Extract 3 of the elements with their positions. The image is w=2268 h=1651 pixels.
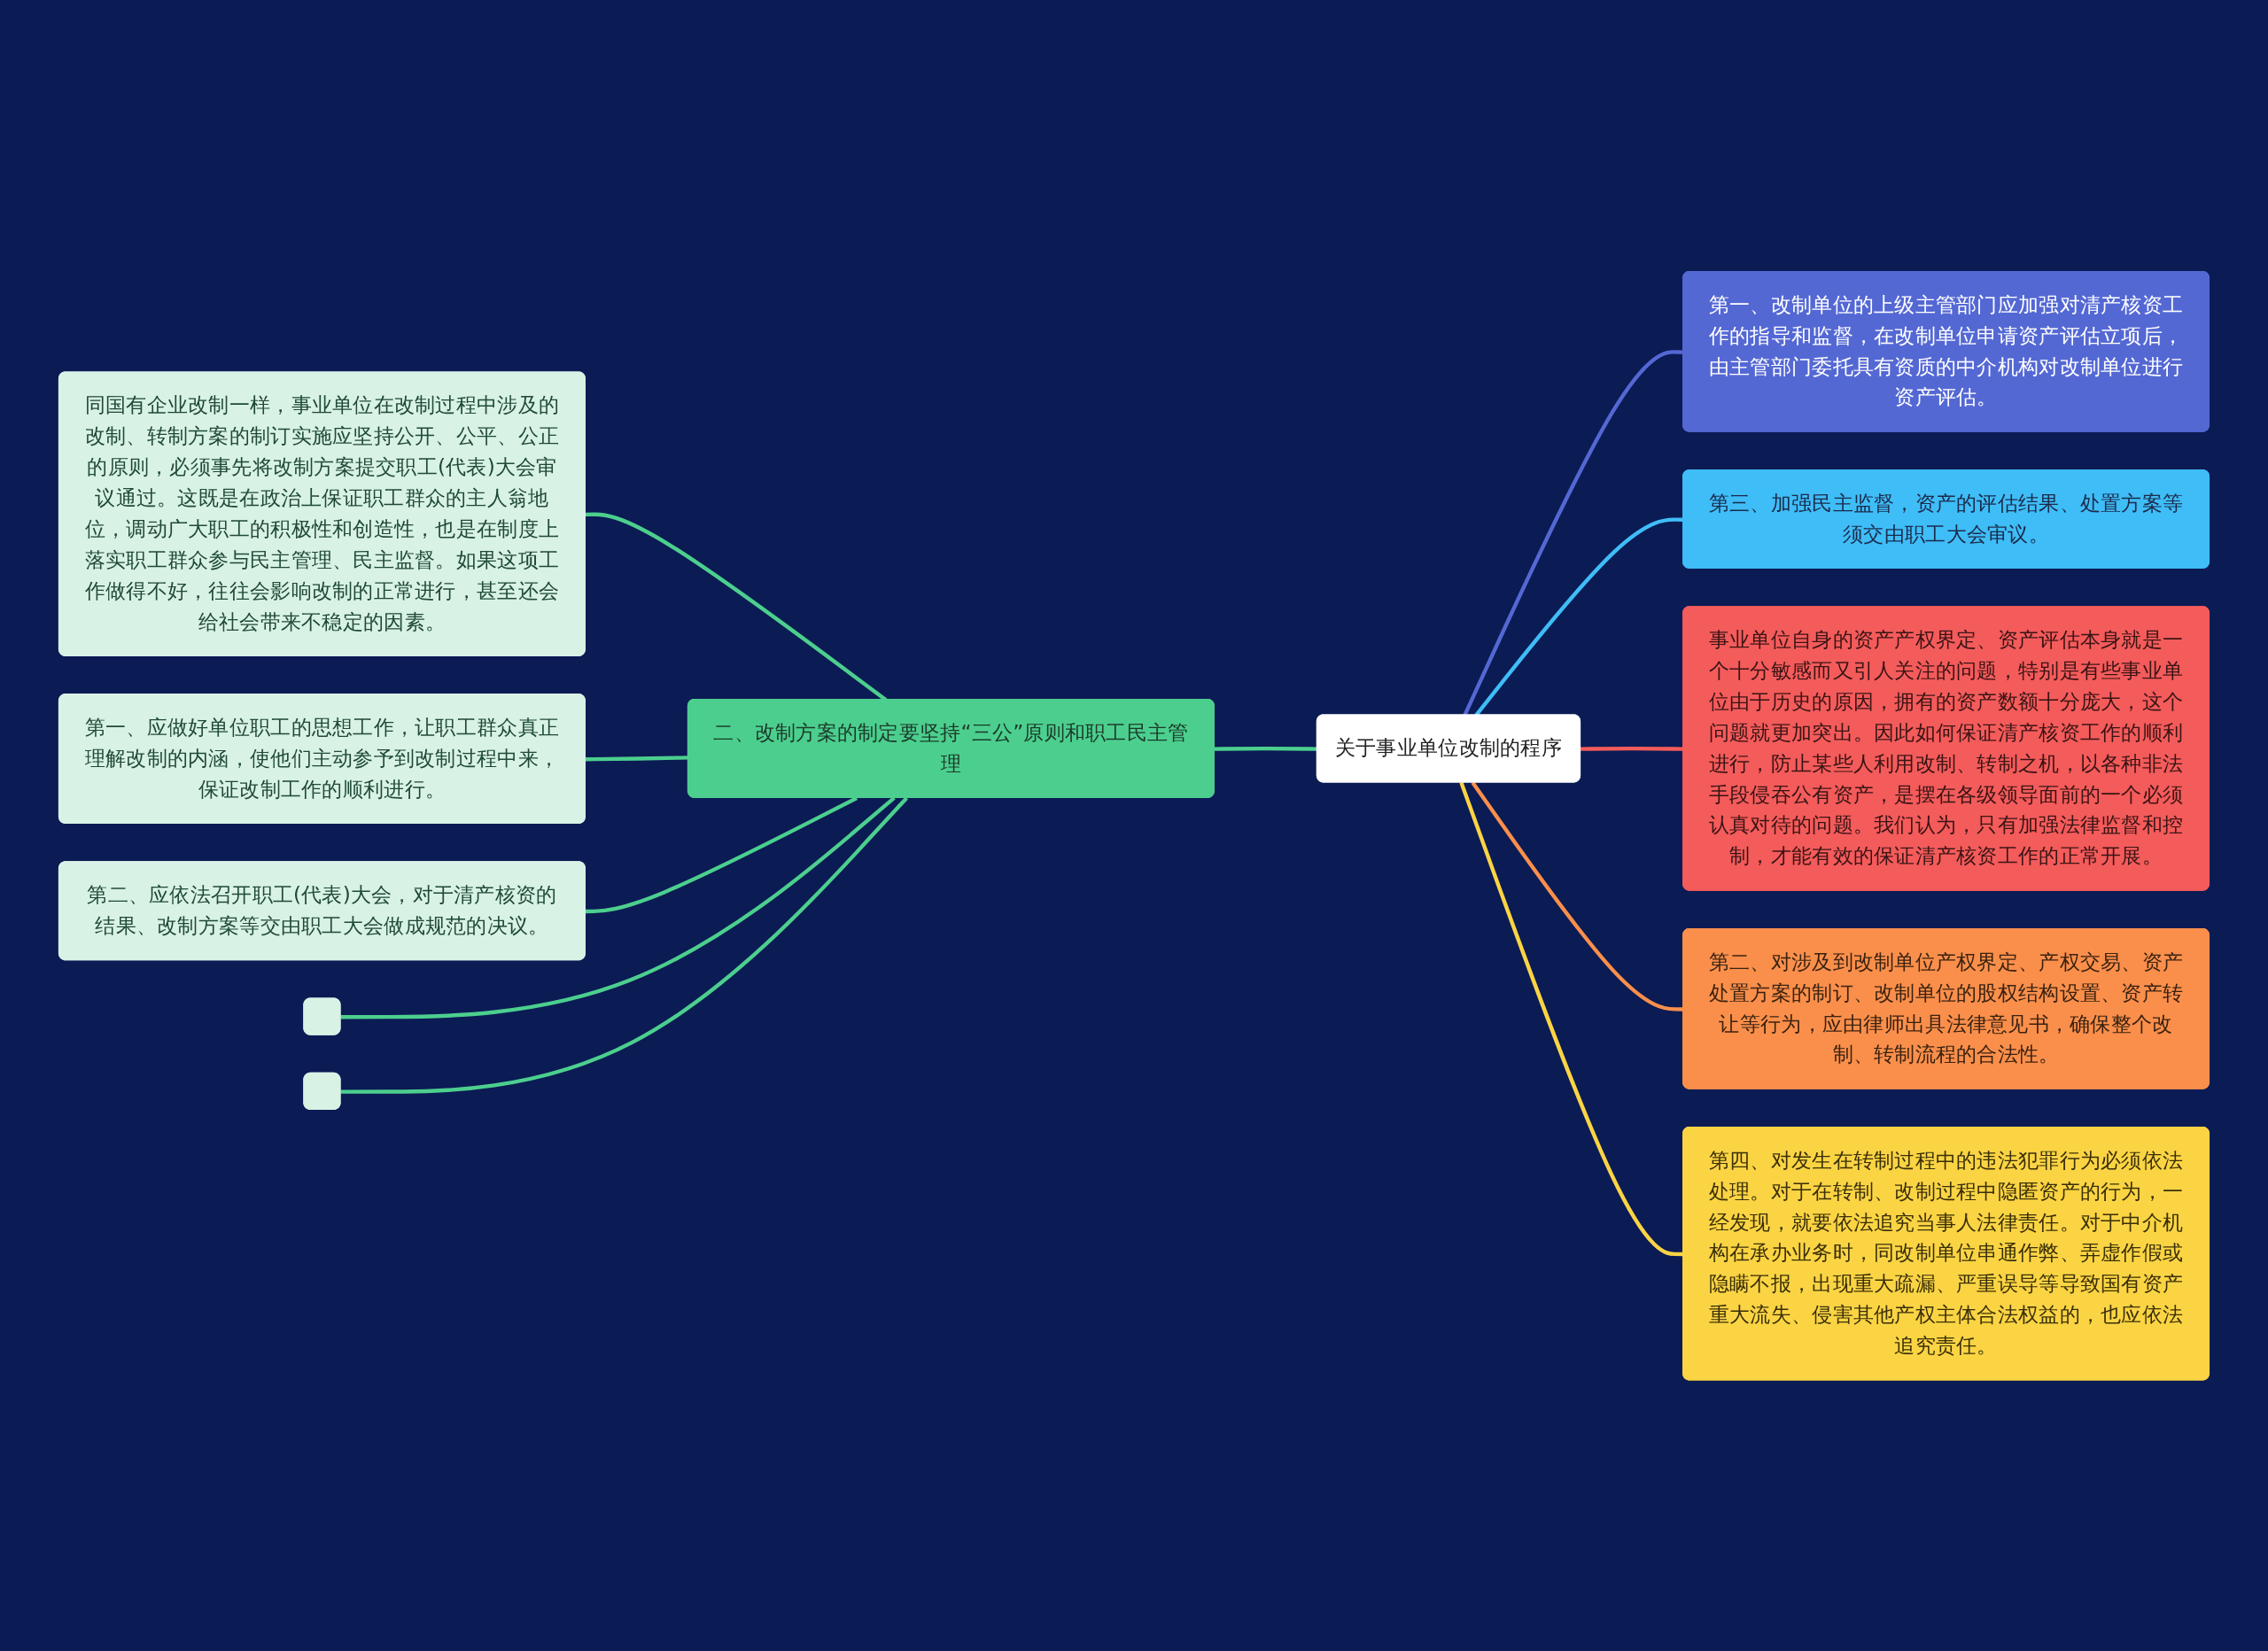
connector [340, 796, 896, 1019]
connector [340, 796, 909, 1094]
connector [585, 795, 858, 913]
